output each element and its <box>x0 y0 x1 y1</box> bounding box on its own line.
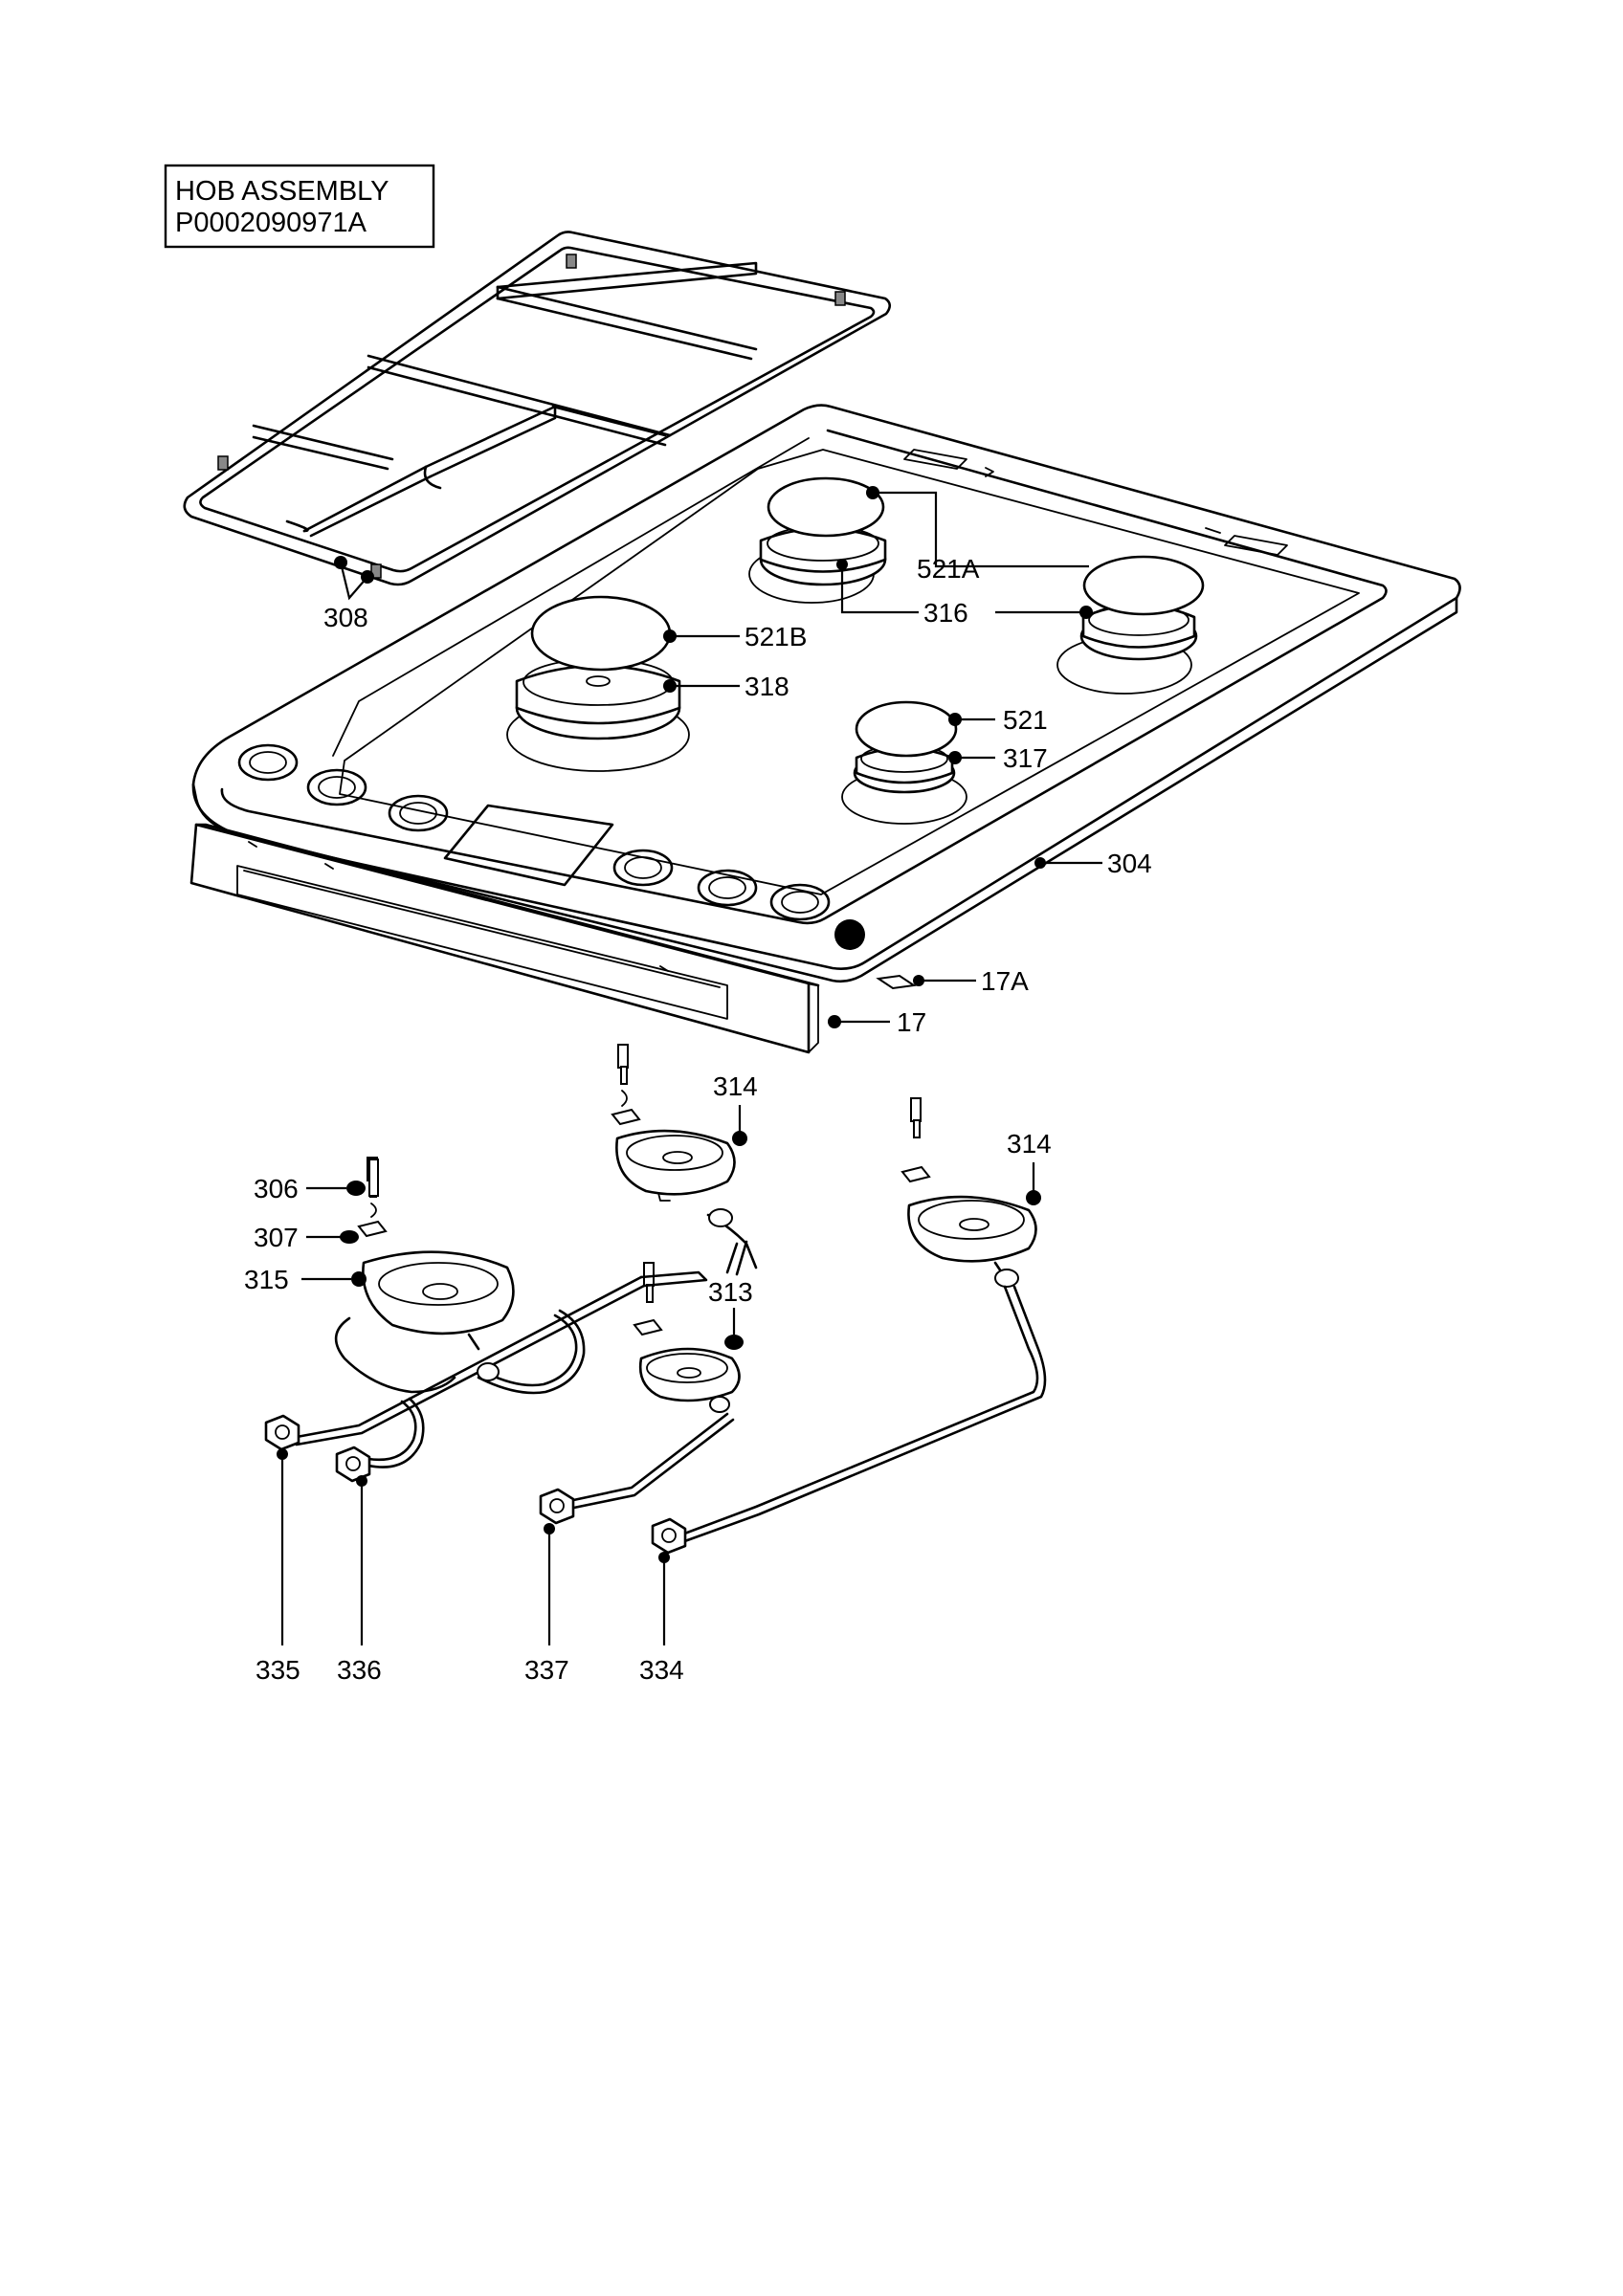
title-box: HOB ASSEMBLY P0002090971A <box>164 164 435 249</box>
pan-support-grid <box>183 231 892 586</box>
hob-top <box>191 404 1461 983</box>
label-304: 304 <box>1107 849 1152 878</box>
title-line1: HOB ASSEMBLY <box>175 176 389 207</box>
label-314-right: 314 <box>1007 1129 1052 1159</box>
part-labels: 308 521A 316 521B 318 521 317 304 17A 17… <box>244 554 1152 1685</box>
burner-base-right <box>900 1097 1037 1288</box>
burner-front-right-small <box>841 700 967 825</box>
title-line2: P0002090971A <box>175 208 367 238</box>
label-337: 337 <box>524 1655 569 1685</box>
nut-334 <box>651 1517 687 1555</box>
burner-rear-left <box>748 476 887 604</box>
label-306: 306 <box>254 1174 299 1203</box>
nut-337 <box>539 1488 575 1525</box>
label-313: 313 <box>708 1277 753 1307</box>
label-316: 316 <box>923 598 968 628</box>
label-336: 336 <box>337 1655 382 1685</box>
label-318: 318 <box>745 672 789 701</box>
label-521b: 521B <box>745 622 807 651</box>
label-315: 315 <box>244 1265 289 1294</box>
label-317: 317 <box>1003 743 1048 773</box>
label-335: 335 <box>256 1655 300 1685</box>
front-fascia <box>189 823 820 1054</box>
label-314-center: 314 <box>713 1071 758 1101</box>
burner-rear-right <box>1056 555 1205 695</box>
small-bracket-17a <box>876 974 917 990</box>
label-307: 307 <box>254 1223 299 1252</box>
leaders <box>277 486 1102 1645</box>
gas-pipes <box>295 1240 1047 1545</box>
label-521: 521 <box>1003 705 1048 735</box>
label-308: 308 <box>323 603 368 632</box>
burner-front-left-large <box>506 595 690 772</box>
nut-336 <box>335 1446 371 1483</box>
label-17: 17 <box>897 1007 926 1037</box>
label-334: 334 <box>639 1655 684 1685</box>
label-17a: 17A <box>981 966 1029 996</box>
nut-335 <box>264 1414 300 1451</box>
injector-306 <box>368 1159 379 1197</box>
label-521a: 521A <box>917 554 980 584</box>
burner-base-center <box>611 1044 758 1269</box>
